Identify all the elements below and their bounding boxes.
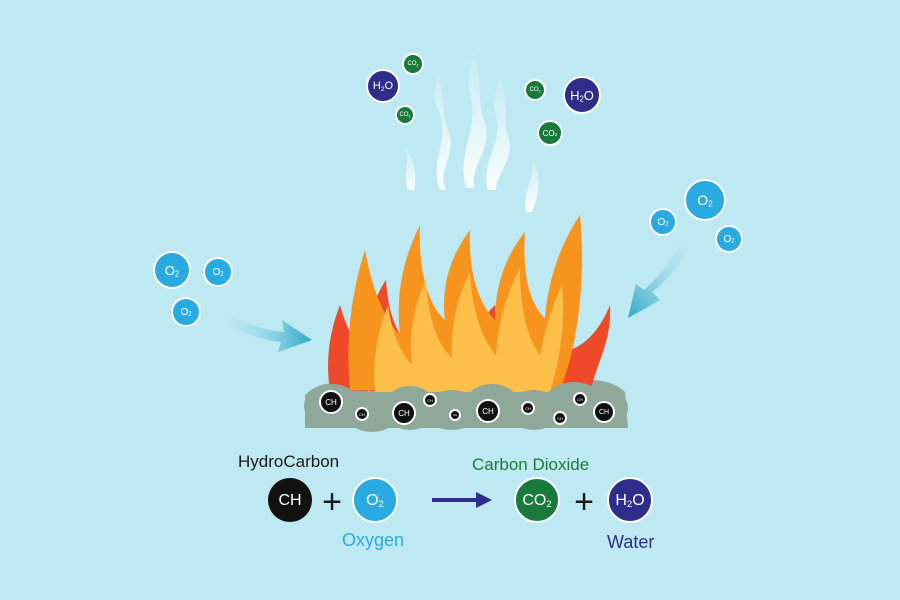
- svg-text:H2O: H2O: [615, 492, 644, 510]
- water-molecule: H2O: [366, 69, 400, 103]
- svg-text:CH: CH: [398, 409, 410, 418]
- smoke-wisp: [434, 70, 451, 190]
- flame-inner: [374, 268, 564, 392]
- svg-text:O2: O2: [697, 192, 713, 209]
- hydrocarbon-molecule: CH: [593, 401, 615, 423]
- co2-molecule: CO2: [402, 53, 424, 75]
- svg-text:CH: CH: [325, 398, 337, 407]
- oxygen-molecule: O2: [171, 297, 201, 327]
- oxygen-molecule: O2: [203, 257, 233, 287]
- left-intake-arrow: [212, 308, 312, 352]
- hydrocarbon-molecule: CH: [476, 399, 500, 423]
- svg-text:CO2: CO2: [522, 492, 551, 510]
- water-label: Water: [607, 532, 655, 552]
- svg-text:CO2: CO2: [408, 61, 419, 68]
- svg-text:O2: O2: [165, 263, 179, 278]
- plus-sign-2: +: [574, 483, 594, 521]
- equation-hydrocarbon: CH: [268, 478, 312, 522]
- hydrocarbon-molecule: CH: [355, 407, 369, 421]
- svg-text:O2: O2: [212, 267, 224, 278]
- svg-text:CH: CH: [453, 413, 457, 417]
- co2-molecule: CO2: [524, 79, 546, 101]
- svg-text:CH: CH: [557, 416, 563, 421]
- svg-text:CO2: CO2: [530, 87, 541, 94]
- svg-text:CH: CH: [359, 412, 365, 417]
- svg-text:CH: CH: [427, 398, 433, 403]
- hydrocarbon-molecule: CH: [319, 390, 343, 414]
- svg-text:CH: CH: [278, 492, 301, 509]
- fire: [328, 215, 611, 392]
- svg-text:CH: CH: [525, 406, 531, 411]
- smoke-wisp: [404, 145, 416, 190]
- smoke-wisps: [404, 52, 539, 212]
- smoke-wisp: [463, 52, 487, 188]
- svg-text:CO2: CO2: [543, 129, 558, 138]
- hydrocarbon-molecule: CH: [573, 392, 587, 406]
- oxygen-molecule: O2: [153, 251, 191, 289]
- hydrocarbon-molecule: CH: [392, 401, 416, 425]
- oxygen-label: Oxygen: [342, 530, 405, 550]
- smoke-wisp: [486, 76, 510, 190]
- oxygen-molecule: O2: [684, 179, 726, 221]
- smoke-wisp: [525, 156, 539, 212]
- hydrocarbon-label: HydroCarbon: [238, 452, 340, 471]
- svg-text:CH: CH: [599, 409, 609, 416]
- plus-sign-1: +: [322, 483, 342, 521]
- co2-molecule: CO2: [395, 105, 415, 125]
- svg-text:O2: O2: [180, 307, 192, 318]
- water-molecule: H2O: [563, 76, 601, 114]
- svg-text:H2O: H2O: [373, 80, 394, 92]
- svg-text:CH: CH: [482, 407, 494, 416]
- svg-text:CO2: CO2: [400, 112, 411, 119]
- hydrocarbon-molecule: CH: [449, 409, 461, 421]
- oxygen-molecule: O2: [715, 225, 743, 253]
- svg-text:O2: O2: [657, 217, 669, 228]
- reaction-arrow: [432, 492, 492, 508]
- carbon-dioxide-label: Carbon Dioxide: [472, 455, 590, 474]
- svg-text:CH: CH: [577, 397, 583, 402]
- svg-text:O2: O2: [723, 234, 735, 245]
- hydrocarbon-molecule: CH: [423, 393, 437, 407]
- svg-text:O2: O2: [366, 492, 384, 510]
- hydrocarbon-molecule: CH: [521, 401, 535, 415]
- equation-co2: CO2: [514, 477, 560, 523]
- equation-oxygen: O2: [352, 477, 398, 523]
- right-intake-arrow: [628, 234, 695, 318]
- hydrocarbon-molecule: CH: [553, 411, 567, 425]
- svg-text:H2O: H2O: [570, 88, 594, 103]
- co2-molecule: CO2: [537, 120, 563, 146]
- oxygen-molecule: O2: [649, 208, 677, 236]
- equation-water: H2O: [607, 477, 653, 523]
